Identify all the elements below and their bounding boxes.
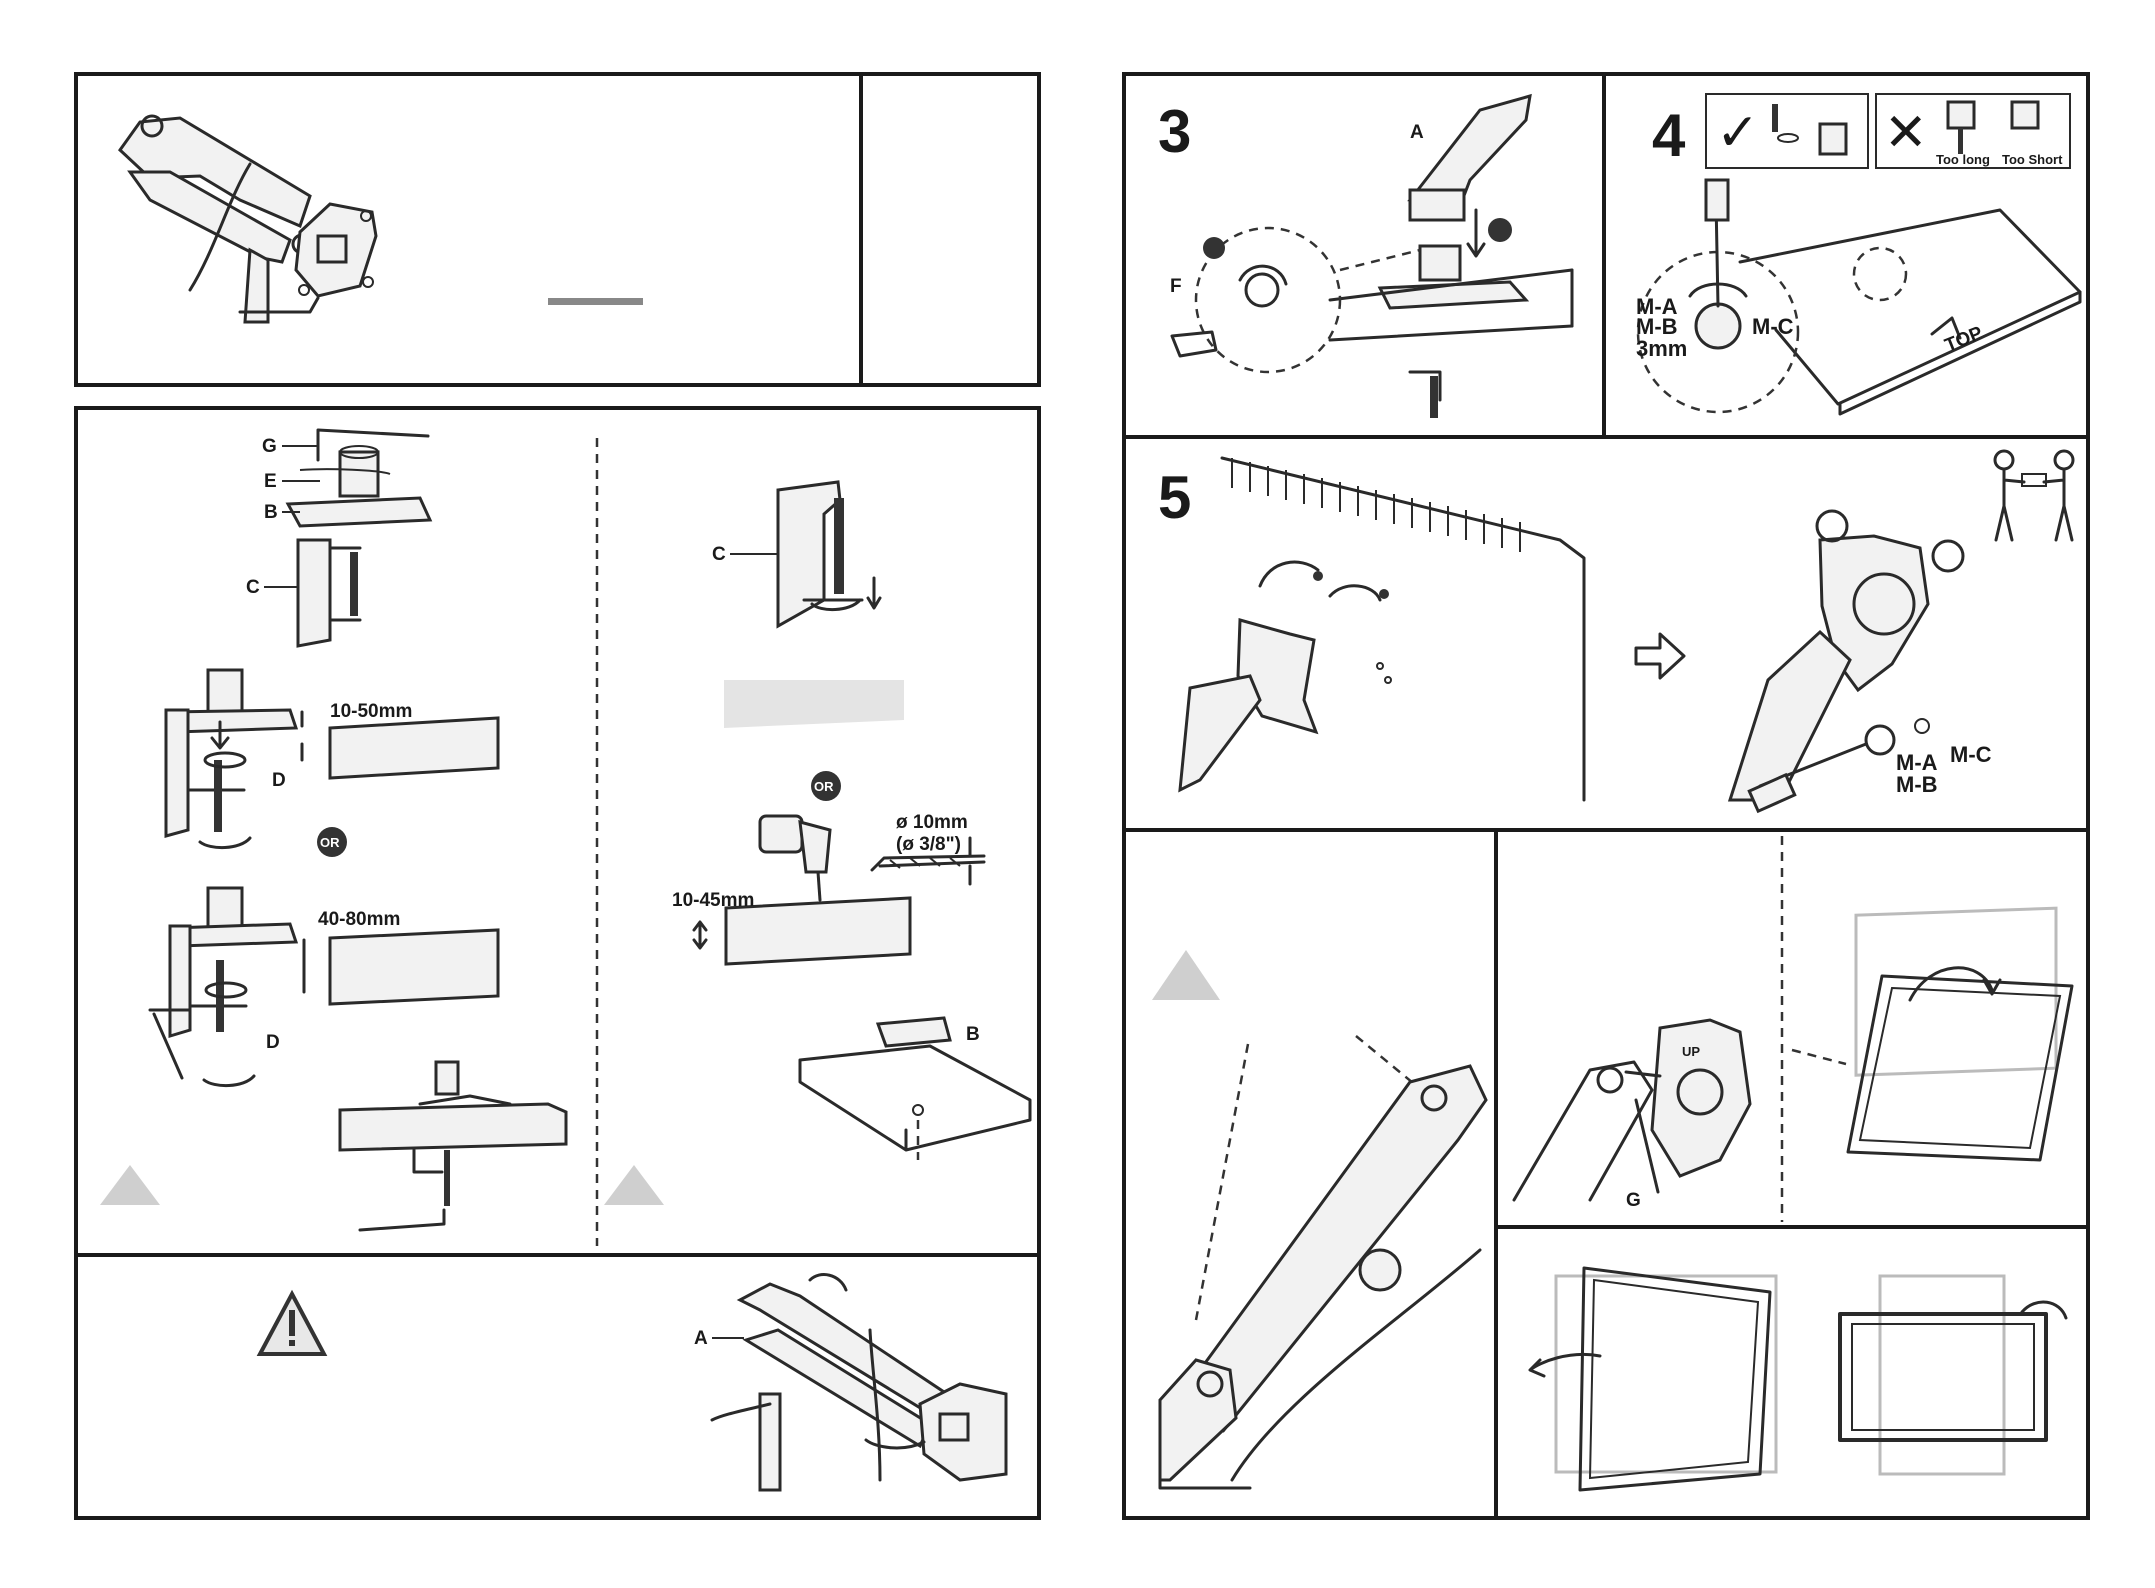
caution-triangle-icon-3 [1152,950,1220,1000]
warning-triangle-icon [260,1294,324,1354]
drill-diameter-mm: ø 10mm [896,812,968,833]
part-label-g: G [262,436,277,457]
up-label: UP [1682,1044,1700,1059]
part-label-a: A [694,1328,708,1349]
drill-diameter-inch: (ø 3/8") [896,834,961,855]
desk-thickness-thin: 10-50mm [330,701,412,722]
clamp-mounted-illustration [340,1062,566,1230]
grommet-base-illustration [724,482,904,728]
step-3-arm-insert-illustration [1172,96,1572,418]
hardware-length: 3mm [1636,336,1687,361]
desk-thickness-grommet: 10-45mm [672,890,754,911]
arm-overview-illustration [120,116,376,322]
part-label-d-2: D [266,1032,280,1053]
desk-thickness-thick: 40-80mm [318,909,400,930]
top-label: TOP [1942,323,1986,357]
step-3-number: 3 [1158,98,1191,165]
hardware-label-mc-2: M-C [1950,742,1992,767]
svg-text:OR: OR [814,779,834,794]
step-5-vesa-align-illustration [1180,458,1684,800]
arm-tension-illustration [712,1275,1006,1490]
part-label-e: E [264,471,277,492]
tilt-monitor-illustration [1792,908,2072,1160]
part-label-b: B [264,502,278,523]
tilt-adjust-illustration [1514,1020,1750,1200]
hardware-label-mc: M-C [1752,314,1794,339]
two-person-lift-icon [1995,451,2073,540]
swivel-monitor-illustration [1530,1268,1776,1490]
svg-text:✓: ✓ [1716,104,1760,162]
part-label-g-2: G [1626,1190,1641,1211]
bolt-illustration [548,298,643,305]
screw-wrong-icon [1948,102,2038,154]
screw-ok-icon [1772,104,1846,154]
caution-triangle-icon-2 [604,1165,664,1205]
step-4-number: 4 [1652,102,1686,169]
part-label-f: F [1170,276,1182,297]
too-short-label: Too Short [2002,152,2063,167]
clamp-thin-desk-illustration [166,670,498,848]
part-label-b-2: B [966,1024,980,1045]
too-long-label: Too long [1936,152,1990,167]
arm-angle-illustration [1160,1036,1486,1488]
part-label-d: D [272,770,286,791]
part-label-c-2: C [712,544,726,565]
svg-text:✕: ✕ [1884,104,1928,162]
rotate-monitor-illustration [1840,1276,2066,1474]
step-5-number: 5 [1158,464,1191,531]
clamp-exploded-illustration [288,430,430,646]
part-label-c: C [246,577,260,598]
svg-text:OR: OR [320,835,340,850]
hardware-label-mb-2: M-B [1896,772,1938,797]
part-label-a-2: A [1410,122,1424,143]
caution-triangle-icon [100,1165,160,1205]
grommet-base-mounted-illustration [800,1018,1030,1160]
step-4-monitor-back-illustration [1638,180,2080,414]
